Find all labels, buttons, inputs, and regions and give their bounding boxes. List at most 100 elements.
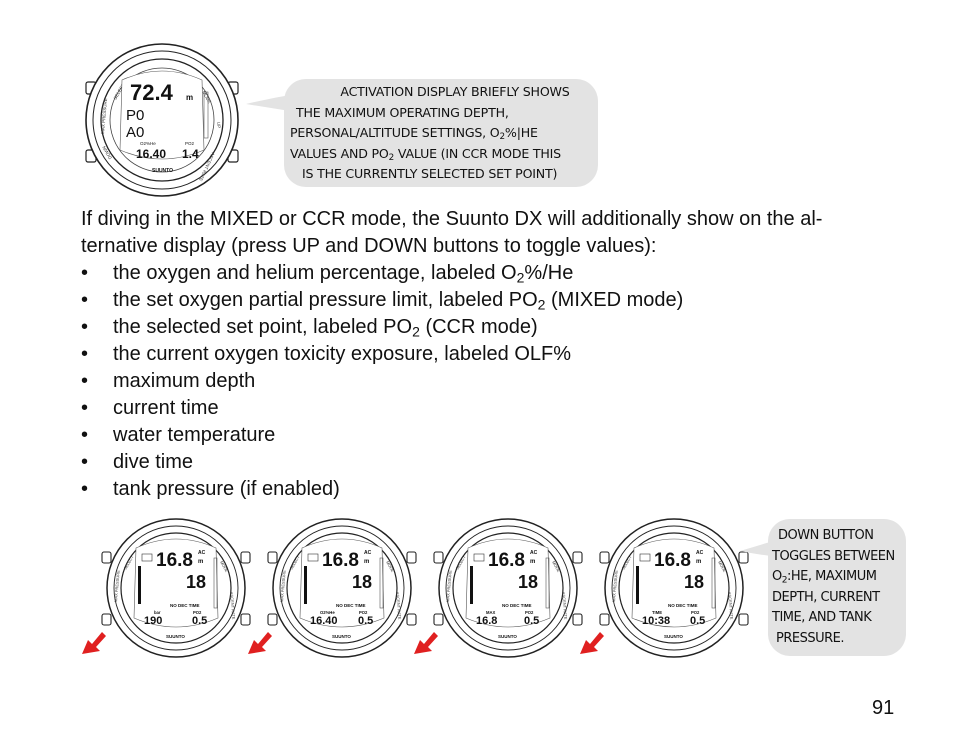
page-number: 91 xyxy=(872,697,895,719)
watch-header: NO DEC TIME xyxy=(336,603,366,608)
watch-dive-time: 18 xyxy=(518,572,538,592)
bullet-dot-icon: • xyxy=(81,289,89,311)
bullet-text: maximum depth xyxy=(113,370,256,392)
watch-unit: m xyxy=(198,559,203,565)
svg-text:MODE: MODE xyxy=(385,560,395,573)
bottom-callout-bubble: DOWN BUTTON TOGGLES BETWEEN O2:HE, MAXIM… xyxy=(768,519,906,656)
bottom-bubble-line5: TIME, AND TANK xyxy=(772,610,872,625)
watch-label-left: MAX xyxy=(486,610,496,615)
bullet-item: •the current oxygen toxicity exposure, l… xyxy=(81,341,683,368)
watch-value-left: 16.40 xyxy=(310,615,338,627)
svg-text:ASCENT RATE: ASCENT RATE xyxy=(395,592,402,620)
bullet-after: %/He xyxy=(524,262,574,284)
svg-text:UP: UP xyxy=(216,122,222,129)
bullet-item: • dive time xyxy=(81,449,683,476)
svg-text:ASCENT RATE: ASCENT RATE xyxy=(229,592,236,620)
watch-label-right: PO2 xyxy=(691,610,700,615)
watch-depth: 16.8 xyxy=(488,550,525,571)
bullet-dot-icon: • xyxy=(81,478,89,500)
bottom-bubble-line4: DEPTH, CURRENT xyxy=(772,589,880,605)
top-bubble-line5: IS THE CURRENTLY SELECTED SET POINT) xyxy=(302,166,558,181)
bullet-item: •tank pressure (if enabled) xyxy=(81,476,683,503)
svg-text:MODE: MODE xyxy=(219,560,229,573)
bullet-text: the set oxygen partial pressure limit, l… xyxy=(113,289,538,311)
svg-text:MAX PRESSURE: MAX PRESSURE xyxy=(611,570,619,602)
watch-unit: m xyxy=(530,559,535,565)
top-bubble-line2: THE MAXIMUM OPERATING DEPTH, xyxy=(296,104,509,120)
watch-dive-time: 18 xyxy=(684,572,704,592)
top-watch-illustration: SELECT MAX PRESSURE DOWN MODE UP ASCENT … xyxy=(72,42,252,197)
bullet-dot-icon: • xyxy=(81,370,89,392)
press-arrow-icon xyxy=(412,630,440,661)
watch-value-left: 190 xyxy=(144,615,162,627)
top-bubble-line1: ACTIVATION DISPLAY BRIEFLY SHOWS xyxy=(340,84,570,99)
bullet-sub: 2 xyxy=(516,269,525,286)
top-bubble-line4-sub: 2 xyxy=(388,152,395,163)
watch-label-left: bar xyxy=(154,610,161,615)
press-arrow-icon xyxy=(80,630,108,661)
top-watch-line2: A0 xyxy=(126,124,144,141)
svg-text:MAX PRESSURE: MAX PRESSURE xyxy=(100,98,108,134)
watch-label-right: PO2 xyxy=(525,610,534,615)
top-bubble-line4-text: VALUES AND PO xyxy=(290,145,389,161)
svg-text:MAX PRESSURE: MAX PRESSURE xyxy=(279,570,287,602)
bottom-bubble-line3-text: O xyxy=(772,569,782,584)
watch-header: NO DEC TIME xyxy=(502,603,532,608)
watch-header: NO DEC TIME xyxy=(170,603,200,608)
press-arrow-icon xyxy=(578,630,606,661)
watch-brand: SUUNTO xyxy=(166,634,185,639)
svg-text:MAX PRESSURE: MAX PRESSURE xyxy=(113,570,121,602)
bullet-text: the oxygen and helium percentage, labele… xyxy=(113,262,517,284)
watch-unit: m xyxy=(696,559,701,565)
watch-header: NO DEC TIME xyxy=(668,603,698,608)
watch-brand: SUUNTO xyxy=(498,634,517,639)
watch-depth: 16.8 xyxy=(654,550,691,571)
bottom-bubble-line1: DOWN BUTTON xyxy=(778,528,874,543)
watch-dive-time: 18 xyxy=(352,572,372,592)
watch-value-right: 0.5 xyxy=(690,615,705,627)
intro-line1: If diving in the MIXED or CCR mode, the … xyxy=(81,208,823,230)
watch-value-right: 0.5 xyxy=(192,615,207,627)
bullet-dot-icon: • xyxy=(81,424,89,446)
top-watch-value-left: 16.40 xyxy=(136,147,166,161)
top-watch-value-right: 1.4 xyxy=(182,147,199,161)
bottom-bubble-line3-sub: 2 xyxy=(781,575,788,586)
bullet-dot-icon: • xyxy=(81,316,89,338)
top-bubble-line3-end: %|HE xyxy=(504,125,538,140)
top-watch-unit: m xyxy=(186,93,193,102)
watch-label-left: O2%He xyxy=(320,610,335,615)
intro-paragraph: If diving in the MIXED or CCR mode, the … xyxy=(81,206,921,260)
svg-text:MODE: MODE xyxy=(201,90,212,104)
svg-text:DOWN: DOWN xyxy=(101,145,112,160)
top-bubble-line3-text: PERSONAL/ALTITUDE SETTINGS, O xyxy=(290,125,500,140)
watch-ac-label: AC xyxy=(696,550,704,556)
bottom-bubble-line3-end: :HE, MAXIMUM xyxy=(787,569,877,584)
watch-ac-label: AC xyxy=(198,550,206,556)
bullet-text: dive time xyxy=(113,451,194,473)
watch-ac-label: AC xyxy=(530,550,538,556)
bullet-dot-icon: • xyxy=(81,451,89,473)
top-bubble-line3-sub: 2 xyxy=(499,132,506,143)
svg-text:MAX PRESSURE: MAX PRESSURE xyxy=(445,570,453,602)
bullet-sub: 2 xyxy=(412,323,420,340)
intro-line2: ternative display (press UP and DOWN but… xyxy=(81,235,657,257)
bullet-item: • the oxygen and helium percentage, label… xyxy=(81,260,683,287)
bottom-bubble-line2: TOGGLES BETWEEN xyxy=(772,548,895,564)
top-bubble-line3: PERSONAL/ALTITUDE SETTINGS, O2%|HE xyxy=(284,123,598,144)
bullet-dot-icon: • xyxy=(81,262,89,284)
watch-label-left: TIME xyxy=(652,610,662,615)
top-watch-label-left: O2%He xyxy=(140,141,156,146)
bullet-dot-icon: • xyxy=(81,343,89,365)
watch-value-right: 0.5 xyxy=(358,615,373,627)
bottom-bubble-line6: PRESSURE. xyxy=(776,630,844,646)
bullet-item: • the set oxygen partial pressure limit, … xyxy=(81,287,683,314)
bullet-item: • maximum depth xyxy=(81,368,683,395)
top-bubble-line4: VALUES AND PO2 VALUE (IN CCR MODE THIS xyxy=(284,144,598,165)
watch-brand: SUUNTO xyxy=(664,634,683,639)
top-watch-depth: 72.4 xyxy=(130,80,174,105)
watch-value-left: 10:38 xyxy=(642,615,670,627)
top-watch-label-right: PO2 xyxy=(185,141,195,146)
bullet-after: (MIXED mode) xyxy=(545,289,684,311)
